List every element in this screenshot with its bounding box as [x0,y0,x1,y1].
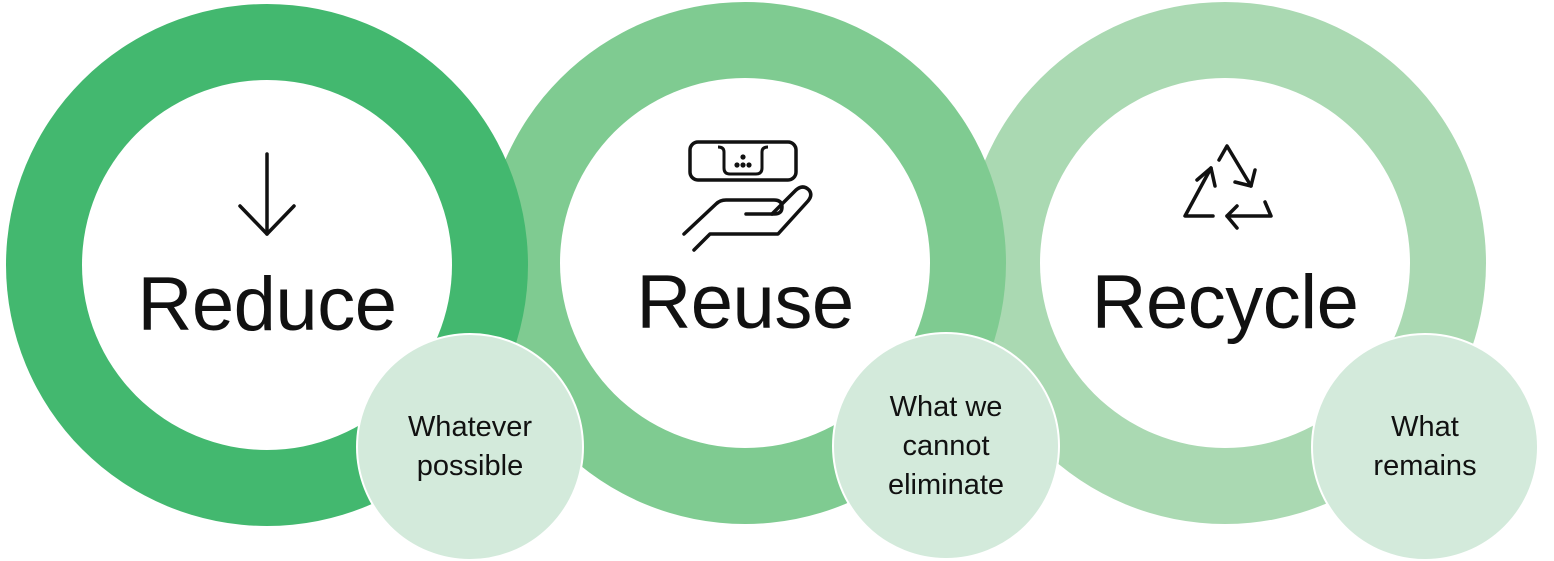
reduce-title: Reduce [137,262,397,347]
reduce-detail-line: Whatever [407,411,533,443]
down-arrow-icon [82,148,452,249]
reduce-detail-text: Whatever possible [385,408,555,486]
recycle-detail-line: remains [1373,450,1477,482]
recycle-detail-text: What remains [1340,408,1510,486]
recycle-detail-bubble: What remains [1311,333,1539,561]
reuse-title: Reuse [636,260,854,345]
recycle-title: Recycle [1091,260,1359,345]
reuse-detail-text: What we cannot eliminate [861,388,1031,505]
recycle-detail-line: What [1391,411,1459,443]
reduce-detail-line: possible [416,450,524,482]
reuse-detail-bubble: What we cannot eliminate [832,332,1060,560]
reduce-ring: Reduce [6,4,528,526]
recycle-ring: Recycle [964,2,1486,524]
reuse-detail-line: What we [889,390,1003,423]
reuse-detail-line: cannot [902,429,990,462]
reuse-detail-line: eliminate [887,468,1005,501]
hand-holding-container-icon [560,138,930,273]
recycle-icon [1040,140,1410,245]
reduce-detail-bubble: Whatever possible [356,333,584,561]
